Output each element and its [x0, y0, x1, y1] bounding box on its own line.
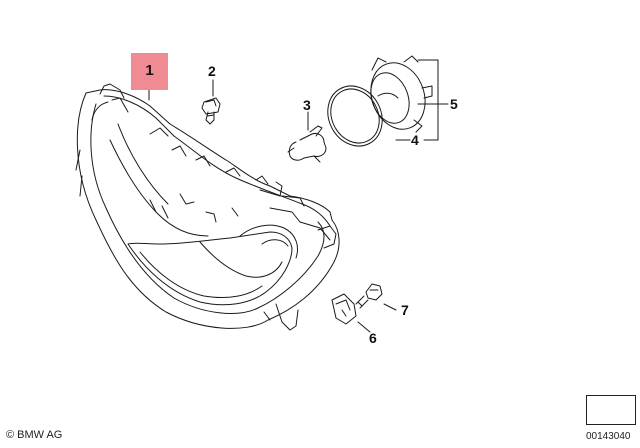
screw-drawing [201, 97, 221, 125]
callout-7-label[interactable]: 7 [401, 302, 409, 318]
reference-box [586, 395, 636, 425]
copyright-symbol: © [6, 429, 15, 441]
callout-1-label: 1 [145, 62, 154, 79]
bulb-drawing [287, 125, 327, 163]
o-ring-drawing [327, 85, 383, 147]
clip-nut-drawing [331, 293, 357, 325]
leader-lines [148, 59, 449, 333]
callout-6-label[interactable]: 6 [369, 330, 377, 346]
callout-1-highlight[interactable]: 1 [131, 53, 168, 90]
cover-cap-drawing [370, 55, 433, 133]
reference-number: 00143040 [586, 431, 631, 442]
callout-4-label[interactable]: 4 [411, 132, 419, 148]
copyright-notice: © BMW AG [6, 429, 62, 441]
callout-5-label[interactable]: 5 [450, 96, 458, 112]
callout-2-label[interactable]: 2 [208, 63, 216, 79]
screw-7-drawing [355, 283, 383, 309]
headlight-housing-drawing [75, 83, 340, 331]
copyright-text: BMW AG [17, 429, 63, 441]
callout-3-label[interactable]: 3 [303, 97, 311, 113]
